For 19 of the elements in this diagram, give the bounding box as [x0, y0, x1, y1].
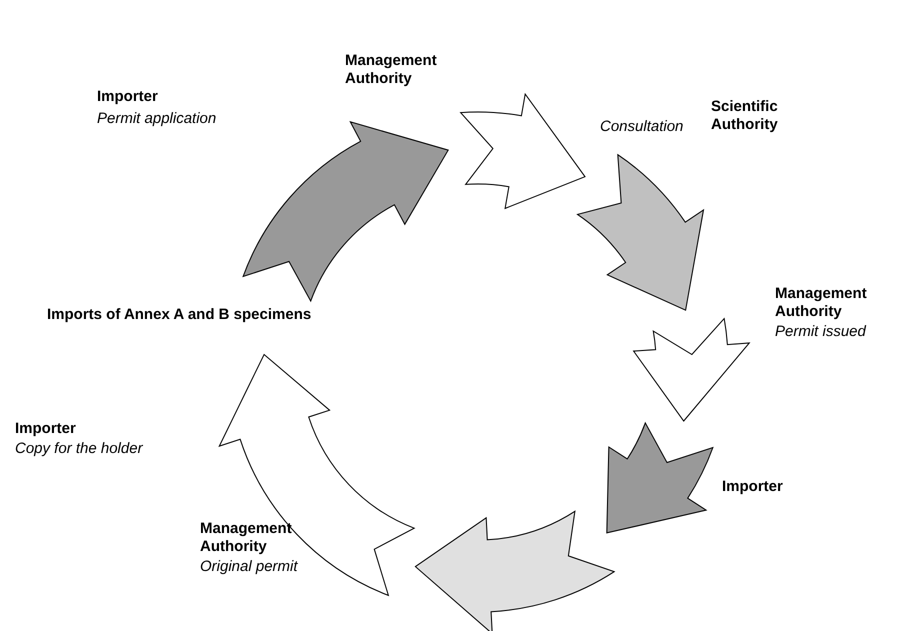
- cycle-segment: [242, 121, 449, 302]
- step-note: Copy for the holder: [15, 440, 144, 458]
- cycle-segment: [606, 422, 714, 534]
- role-label: Management Authority: [775, 285, 868, 321]
- cycle-segment: [460, 94, 586, 209]
- role-label: Scientific Authority: [711, 98, 779, 134]
- role-label: Importer: [722, 478, 784, 496]
- step-note: Permit issued: [775, 323, 868, 341]
- center-label: Imports of Annex A and B specimens: [47, 306, 312, 324]
- role-label: Importer: [15, 420, 77, 438]
- cycle-segment: [577, 154, 704, 311]
- role-label: Importer: [97, 88, 159, 106]
- role-label: Management Authority: [345, 52, 438, 88]
- step-note: Original permit: [200, 558, 299, 576]
- role-label: Management Authority: [200, 520, 293, 556]
- cycle-segment: [414, 510, 615, 631]
- cycle-segment: [633, 318, 750, 422]
- step-note: Consultation: [600, 118, 684, 136]
- step-note: Permit application: [97, 110, 218, 128]
